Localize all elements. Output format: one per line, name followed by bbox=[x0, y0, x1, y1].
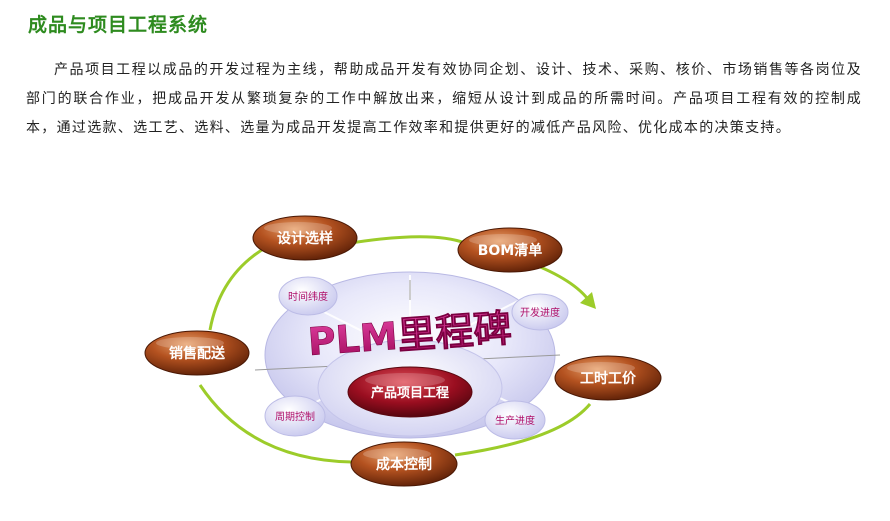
node-bom-list: BOM清单 bbox=[457, 227, 563, 273]
arc-design-to-bom bbox=[344, 235, 466, 246]
node-bom-list-label: BOM清单 bbox=[478, 242, 543, 259]
inner-node-dev-label: 开发进度 bbox=[520, 306, 560, 319]
center-node: 产品项目工程 bbox=[347, 366, 473, 418]
description-paragraph: 产品项目工程以成品的开发过程为主线，帮助成品开发有效协同企划、设计、技术、采购、… bbox=[26, 62, 862, 136]
node-cost-control-label: 成本控制 bbox=[376, 456, 432, 473]
inner-node-dev: 开发进度 bbox=[511, 293, 569, 331]
node-design-selection-label: 设计选样 bbox=[277, 230, 333, 247]
inner-node-cycle: 周期控制 bbox=[264, 395, 326, 437]
inner-node-prod: 生产进度 bbox=[484, 400, 546, 440]
inner-node-time-label: 时间纬度 bbox=[288, 290, 328, 303]
node-cost-control: 成本控制 bbox=[350, 441, 458, 487]
inner-node-time: 时间纬度 bbox=[278, 276, 338, 316]
node-design-selection: 设计选样 bbox=[252, 215, 358, 261]
inner-node-cycle-label: 周期控制 bbox=[275, 410, 315, 423]
inner-node-prod-label: 生产进度 bbox=[495, 414, 535, 427]
node-sales-delivery: 销售配送 bbox=[144, 330, 250, 376]
arc-sales-to-cost bbox=[198, 384, 353, 464]
page-title: 成品与项目工程系统 bbox=[28, 14, 209, 36]
arc-cost-to-labor bbox=[454, 403, 592, 457]
center-node-label: 产品项目工程 bbox=[371, 385, 449, 401]
arc-sales-to-design bbox=[208, 246, 266, 331]
node-labor-price: 工时工价 bbox=[554, 355, 662, 401]
arrow-head-icon bbox=[580, 292, 596, 309]
node-labor-price-label: 工时工价 bbox=[580, 370, 637, 387]
node-sales-delivery-label: 销售配送 bbox=[169, 345, 226, 362]
